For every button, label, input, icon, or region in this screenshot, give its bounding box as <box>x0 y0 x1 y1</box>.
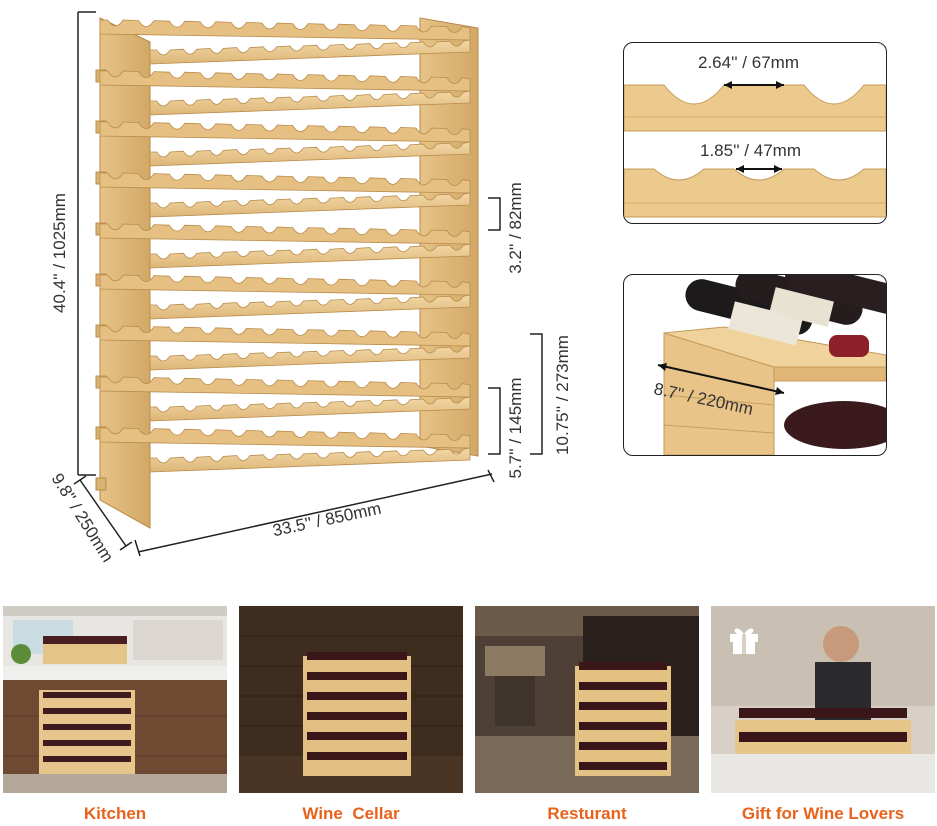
shelf-gap-label: 3.2'' / 82mm <box>506 182 525 274</box>
scene-photo-gift <box>711 606 935 793</box>
shelf-front-rail <box>149 294 471 320</box>
rack-left-side <box>99 17 151 529</box>
shelf-back-rail <box>99 172 471 194</box>
shelf-front-rail <box>149 447 471 473</box>
shelf-front-rail <box>149 345 471 371</box>
shelf-back-rail <box>99 274 471 296</box>
shelf-side-tab <box>95 477 107 491</box>
shelf-back-rail <box>99 19 471 41</box>
shelf-front-rail <box>149 39 471 65</box>
rack-illustration <box>0 0 600 580</box>
shelf-back-rail <box>99 223 471 245</box>
shelf-front-rail <box>149 141 471 167</box>
scene-photo-kitchen <box>3 606 227 793</box>
slot-bottom-width-label: 1.85'' / 47mm <box>700 141 801 160</box>
kitchen-scene-drawing <box>3 606 227 793</box>
lower-gap-bracket <box>488 387 501 455</box>
width-dimension-line <box>134 469 495 557</box>
scene-photo-restaurant <box>475 606 699 793</box>
depth-dimension-line <box>73 475 133 551</box>
scene-caption-kitchen: Kitchen <box>83 804 147 823</box>
height-dimension-line <box>77 11 96 476</box>
rack-shelves <box>95 19 471 491</box>
shelf-back-rail <box>99 121 471 143</box>
stack-detail-box: 8.7'' / 220mm <box>623 274 887 456</box>
stack-detail-drawing <box>657 275 886 455</box>
shelf-back-rail <box>99 70 471 92</box>
shelf-front-rail <box>149 243 471 269</box>
restaurant-scene-drawing <box>475 606 699 793</box>
scene-photo-wine-cellar <box>239 606 463 793</box>
scene-caption-restaurant: Resturant <box>547 804 627 823</box>
double-gap-label: 10.75'' / 273mm <box>553 335 572 455</box>
double-gap-bracket <box>530 333 543 455</box>
lower-gap-label: 5.7'' / 145mm <box>506 377 525 479</box>
shelf-gap-bracket <box>488 197 501 231</box>
shelf-back-rail <box>99 376 471 398</box>
gift-scene-drawing <box>711 606 935 793</box>
rack-drawing <box>95 17 479 529</box>
gift-icon <box>730 628 758 654</box>
height-label: 40.4'' / 1025mm <box>50 193 69 313</box>
slot-top-width-label: 2.64'' / 67mm <box>698 53 799 72</box>
cellar-scene-drawing <box>239 606 463 793</box>
wine-bottles <box>685 275 886 357</box>
shelf-front-rail <box>149 90 471 116</box>
shelf-front-rail <box>149 192 471 218</box>
scene-caption-gift: Gift for Wine Lovers <box>741 804 905 823</box>
shelf-back-rail <box>99 427 471 449</box>
slot-detail-box: 2.64'' / 67mm 1.85'' / 47mm <box>623 42 887 224</box>
shelf-front-rail <box>149 396 471 422</box>
slot-detail-drawing <box>624 81 886 218</box>
scene-caption-wine-cellar: Wine Cellar <box>302 804 400 823</box>
shelf-back-rail <box>99 325 471 347</box>
